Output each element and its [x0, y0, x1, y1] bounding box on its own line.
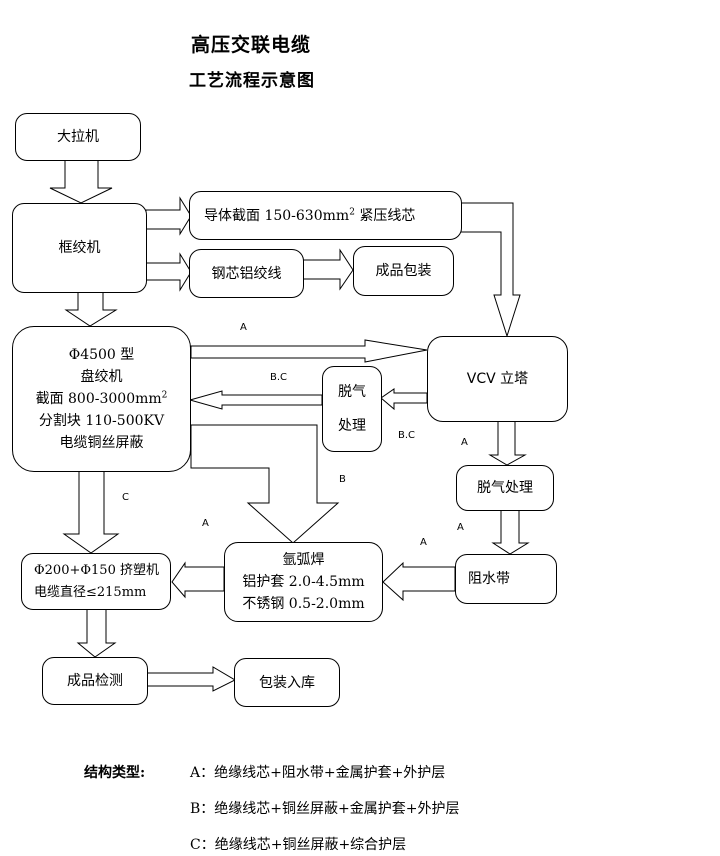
- weld-line1: 氩弧焊: [282, 552, 325, 568]
- legend-title: 结构类型:: [84, 765, 146, 781]
- arrow-inspection-to-warehouse: [146, 666, 237, 692]
- path-label-bc-left: B.C: [270, 372, 288, 383]
- node-panjiao: Φ4500 型 盘绞机 截面 800-3000mm2 分割块 110-500KV…: [12, 326, 191, 472]
- arrow-acsr-to-pack: [302, 248, 354, 291]
- panjiao-line2: 盘绞机: [80, 369, 123, 385]
- node-kuangjiaoji-label: 框绞机: [58, 240, 101, 256]
- arrow-kuangjiao-to-acsr: [145, 252, 192, 292]
- node-finished-pack: 成品包装: [353, 246, 454, 296]
- arrow-conductor-to-vcv: [460, 202, 521, 338]
- extruder-line1: Φ200+Φ150 挤塑机: [34, 562, 159, 578]
- path-label-a-mid: A: [202, 518, 209, 529]
- legend-item-a: A：绝缘线芯+阻水带+金属护套+外护层: [190, 765, 446, 781]
- node-vcv: VCV 立塔: [427, 336, 568, 422]
- arrow-degas-to-panjiao: [188, 390, 323, 410]
- arrow-extruder-to-inspection: [76, 608, 117, 658]
- legend-item-c: C：绝缘线芯+铜丝屏蔽+综合护层: [190, 837, 407, 853]
- diagram-subtitle: 工艺流程示意图: [189, 71, 315, 91]
- arrow-weld-to-extruder: [171, 561, 225, 599]
- diagram-title: 高压交联电缆: [191, 34, 312, 56]
- path-label-a-water: A: [420, 537, 427, 548]
- panjiao-line4: 分割块 110-500KV: [38, 413, 165, 429]
- arrow-vcv-to-degas: [488, 420, 527, 466]
- node-extruder: Φ200+Φ150 挤塑机 电缆直径≤215mm: [21, 553, 171, 610]
- arrow-kuangjiao-to-panjiao: [64, 291, 118, 327]
- node-water-block-label: 阻水带: [468, 571, 510, 587]
- legend-item-b: B：绝缘线芯+铜丝屏蔽+金属护套+外护层: [190, 801, 460, 817]
- node-degas-right: 脱气处理: [456, 465, 554, 511]
- node-dalaji: 大拉机: [15, 113, 141, 161]
- node-warehouse: 包装入库: [234, 658, 340, 707]
- weld-line2: 铝护套 2.0-4.5mm: [242, 574, 365, 590]
- arrow-degas-to-water: [491, 509, 530, 555]
- path-label-a-degas: A: [457, 522, 464, 533]
- arrow-panjiao-to-vcv: [190, 339, 428, 363]
- node-conductor-label: 导体截面 150-630mm2 紧压线芯: [204, 206, 416, 224]
- node-inspection: 成品检测: [42, 657, 148, 705]
- path-label-a-top: A: [240, 322, 247, 333]
- node-inspection-label: 成品检测: [67, 673, 123, 689]
- weld-line3: 不锈钢 0.5-2.0mm: [242, 596, 365, 612]
- path-label-bc-right: B.C: [398, 430, 416, 441]
- extruder-line2: 电缆直径≤215mm: [34, 584, 147, 600]
- node-acsr: 钢芯铝绞线: [189, 249, 304, 298]
- node-degas-right-label: 脱气处理: [477, 480, 533, 496]
- degas-small-line2: 处理: [338, 418, 366, 434]
- node-conductor: 导体截面 150-630mm2 紧压线芯: [189, 191, 462, 240]
- node-vcv-label: VCV 立塔: [466, 371, 529, 387]
- path-label-c: C: [122, 492, 129, 503]
- arrow-dalaji-to-kuangjiao: [49, 159, 113, 204]
- node-finished-pack-label: 成品包装: [375, 263, 432, 279]
- panjiao-line5: 电缆铜丝屏蔽: [59, 435, 144, 451]
- node-water-block: 阻水带: [455, 554, 557, 604]
- path-label-a-vcv: A: [461, 437, 468, 448]
- arrow-vcv-to-degas-small: [380, 388, 428, 411]
- arrow-water-to-weld: [382, 561, 456, 602]
- node-warehouse-label: 包装入库: [259, 674, 315, 691]
- node-kuangjiaoji: 框绞机: [12, 203, 147, 293]
- degas-small-line1: 脱气: [338, 384, 366, 400]
- node-degas-small: 脱气 处理: [322, 366, 382, 452]
- path-label-b: B: [339, 474, 346, 485]
- node-argon-weld: 氩弧焊 铝护套 2.0-4.5mm 不锈钢 0.5-2.0mm: [224, 542, 383, 622]
- arrow-panjiao-to-extruder: [62, 470, 120, 554]
- panjiao-line1: Φ4500 型: [68, 347, 135, 363]
- arrow-panjiao-to-weld: [190, 424, 340, 544]
- node-dalaji-label: 大拉机: [57, 129, 99, 145]
- node-acsr-label: 钢芯铝绞线: [211, 265, 282, 282]
- panjiao-line3: 截面 800-3000mm2: [35, 390, 168, 407]
